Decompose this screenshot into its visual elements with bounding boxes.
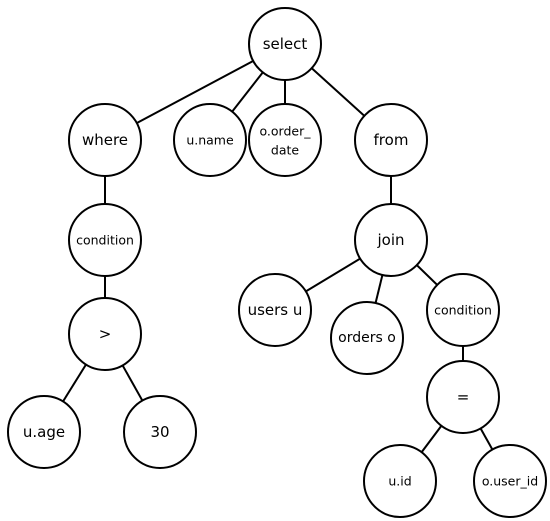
node-label: u.id	[388, 474, 411, 489]
node-label: 30	[150, 423, 169, 441]
node-circle	[426, 273, 500, 347]
node-label: o.user_id	[482, 474, 538, 489]
node-eq: =	[426, 360, 500, 434]
node-n30: 30	[123, 395, 197, 469]
node-cond2: condition	[426, 273, 500, 347]
node-u-age: u.age	[7, 395, 81, 469]
node-circle	[238, 273, 312, 347]
node-label: >	[99, 325, 112, 343]
node-circle	[68, 203, 142, 277]
node-circle	[123, 395, 197, 469]
node-label: orders o	[338, 330, 396, 346]
node-from: from	[354, 103, 428, 177]
node-circle	[473, 444, 547, 518]
node-circle	[354, 103, 428, 177]
node-select: select	[248, 7, 322, 81]
node-label: select	[263, 35, 308, 53]
node-label: condition	[76, 233, 134, 248]
node-o-user-id: o.user_id	[473, 444, 547, 518]
node-circle	[68, 103, 142, 177]
node-circle	[248, 7, 322, 81]
node-o-order: o.order_date	[248, 103, 322, 177]
node-circle	[173, 103, 247, 177]
node-label: =	[457, 388, 470, 406]
node-circle	[68, 297, 142, 371]
node-circle	[248, 103, 322, 177]
node-orders-o: orders o	[330, 301, 404, 375]
node-label: users u	[248, 301, 303, 319]
tree-nodes: select where u.name o.order_date from conditi…	[7, 7, 547, 518]
node-users-u: users u	[238, 273, 312, 347]
node-circle	[330, 301, 404, 375]
node-label-line: o.order_	[260, 123, 312, 138]
node-circle	[7, 395, 81, 469]
node-label-line: date	[271, 142, 299, 157]
node-gt: >	[68, 297, 142, 371]
node-circle	[354, 203, 428, 277]
node-label: condition	[434, 303, 492, 318]
node-circle	[363, 444, 437, 518]
node-join: join	[354, 203, 428, 277]
node-label: u.age	[23, 423, 65, 441]
node-label: where	[82, 131, 128, 149]
node-label: u.name	[186, 133, 234, 148]
node-label: join	[376, 231, 404, 249]
node-u-id: u.id	[363, 444, 437, 518]
node-u-name: u.name	[173, 103, 247, 177]
node-cond1: condition	[68, 203, 142, 277]
node-label: from	[374, 131, 409, 149]
node-circle	[426, 360, 500, 434]
node-where: where	[68, 103, 142, 177]
node-label: o.order_date	[260, 123, 312, 157]
